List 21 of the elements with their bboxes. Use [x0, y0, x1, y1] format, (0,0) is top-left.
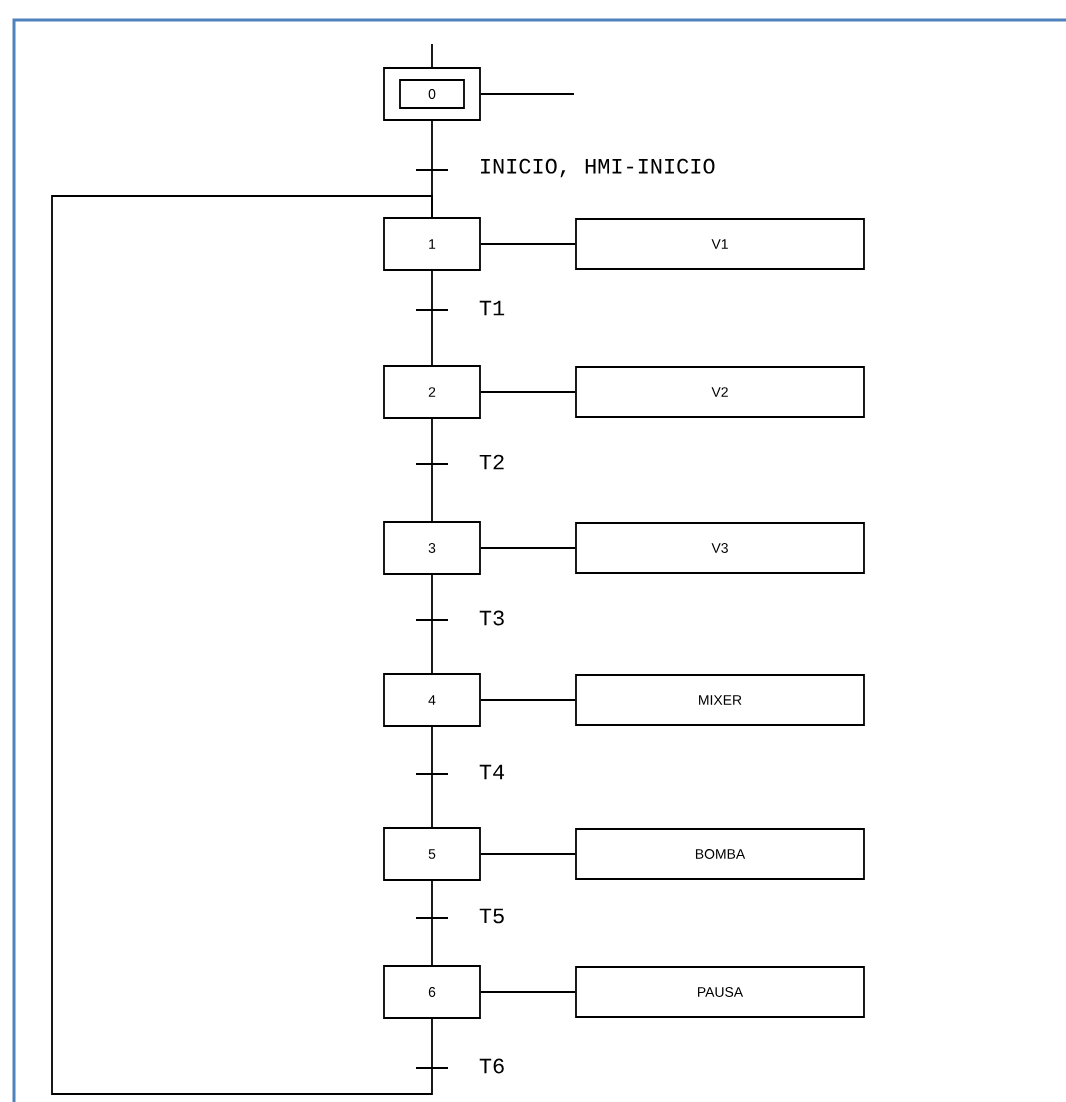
connector-line	[480, 853, 576, 855]
transition-label: T2	[479, 454, 504, 470]
connector-line	[480, 243, 576, 245]
transition-label: T3	[479, 610, 504, 626]
connector-line	[51, 195, 433, 1095]
transition-label: T4	[479, 764, 505, 780]
transition-label: T5	[479, 908, 504, 924]
connector-line	[431, 418, 433, 522]
connector-line	[480, 391, 576, 393]
connector-line	[431, 726, 433, 828]
connector-line	[480, 547, 576, 549]
transition-label: INICIO, HMI-INICIO	[481, 158, 715, 178]
transition-label: T1	[479, 300, 505, 316]
connector-line	[480, 93, 575, 95]
connector-line	[431, 270, 433, 366]
connector-line	[431, 880, 433, 966]
connector-line	[480, 699, 576, 701]
connector-line	[431, 574, 433, 674]
connector-line	[431, 43, 433, 68]
transition-label: T6	[479, 1058, 504, 1074]
connector-line	[480, 991, 576, 993]
